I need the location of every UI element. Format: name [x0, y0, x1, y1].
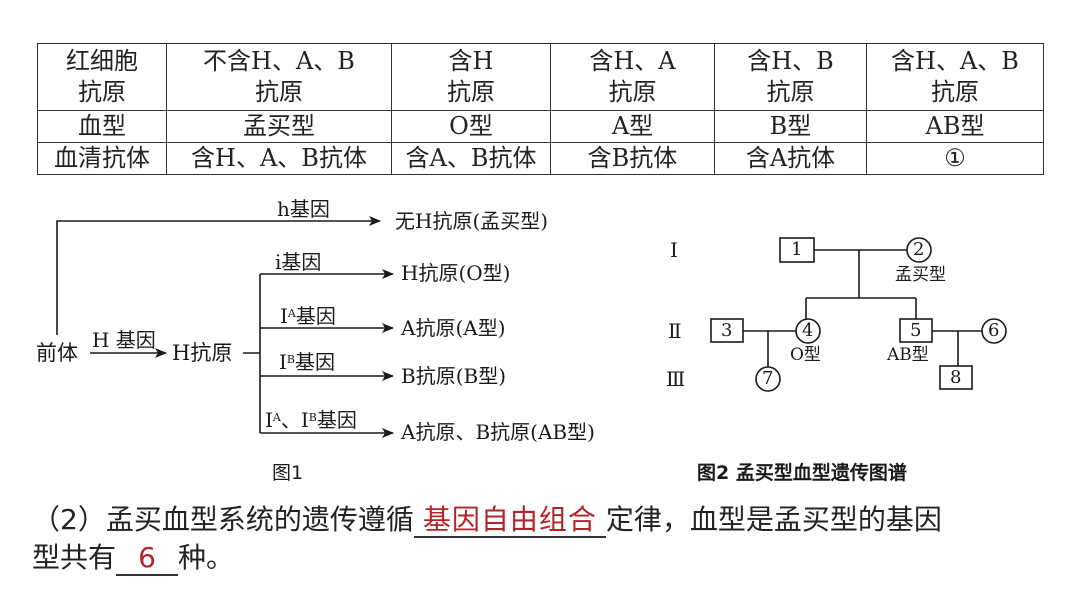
question-line-1: （2）孟买血型系统的遗传遵循基因自由组合定律，血型是孟买型的基因 — [32, 502, 942, 538]
branch-gene-h: h基因 — [277, 197, 330, 221]
branch-gene-i: i基因 — [275, 250, 322, 274]
individual-6-female-symbol — [981, 318, 1007, 344]
individual-8-number: 8 — [950, 367, 962, 388]
question-text-4: 种。 — [178, 541, 235, 574]
cell-antibody-b: 含A抗体 — [714, 142, 867, 175]
row-header-antigen: 红细胞抗原 — [37, 43, 167, 111]
individual-1-male-symbol — [779, 237, 815, 263]
question-text-2: 定律，血型是孟买型的基因 — [605, 503, 942, 536]
individual-2-number: 2 — [913, 239, 925, 260]
branch-gene-ia: IA基因 — [280, 304, 336, 328]
branch-result-b: B抗原(B型) — [401, 364, 506, 388]
individual-3-number: 3 — [721, 320, 733, 341]
individual-4-label: O型 — [790, 345, 821, 365]
table-row-serum-antibody: 血清抗体 含H、A、B抗体 含A、B抗体 含B抗体 含A抗体 ① — [37, 142, 1044, 175]
individual-1-number: 1 — [791, 239, 803, 260]
individual-6-number: 6 — [988, 320, 1000, 341]
precursor-label: 前体 — [36, 341, 78, 365]
cell-antibody-o: 含A、B抗体 — [391, 142, 551, 175]
cell-antibody-a: 含B抗体 — [550, 142, 715, 175]
row-header-blood-type: 血型 — [37, 110, 167, 143]
figure1-caption: 图1 — [272, 462, 304, 484]
pedigree-lines — [743, 249, 982, 367]
answer-blank-1: 基因自由组合 — [413, 504, 606, 538]
branch-result-o: H抗原(O型) — [401, 261, 511, 285]
branch-result-bombay: 无H抗原(孟买型) — [395, 209, 549, 233]
individual-4-number: 4 — [802, 320, 814, 341]
cell-type-a: A型 — [550, 110, 715, 143]
generation-label-2: Ⅱ — [668, 319, 682, 343]
cell-antibody-bombay: 含H、A、B抗体 — [166, 142, 392, 175]
branch-result-a: A抗原(A型) — [401, 316, 506, 340]
branch-gene-ia-ib: IA、IB基因 — [265, 408, 357, 432]
individual-5-label: AB型 — [887, 345, 929, 365]
question-text-1: （2）孟买血型系统的遗传遵循 — [32, 503, 414, 536]
answer-blank-2: 6 — [116, 542, 179, 576]
cell-type-ab: AB型 — [866, 110, 1044, 143]
individual-3-male-symbol — [710, 318, 744, 343]
pedigree-symbols — [710, 237, 1007, 392]
figure2-caption: 图2 孟买型血型遗传图谱 — [697, 462, 907, 484]
h-antigen-label: H抗原 — [172, 341, 233, 365]
individual-5-male-symbol — [899, 318, 933, 343]
branch-result-ab: A抗原、B抗原(AB型) — [401, 420, 595, 444]
individual-2-label: 孟买型 — [895, 265, 946, 285]
branch-gene-ib: IB基因 — [279, 350, 335, 374]
generation-label-1: Ⅰ — [670, 238, 678, 262]
figure1-arrows — [56, 216, 394, 438]
individual-8-male-symbol — [939, 365, 973, 390]
cell-antibody-ab-blank: ① — [866, 142, 1044, 175]
individual-2-female-symbol — [906, 237, 932, 263]
individual-7-female-symbol — [755, 366, 781, 392]
question-text-3: 型共有 — [32, 541, 117, 574]
individual-4-female-symbol — [795, 318, 821, 344]
cell-type-o: O型 — [391, 110, 551, 143]
individual-5-number: 5 — [910, 320, 922, 341]
h-gene-arrow-label: H 基因 — [92, 328, 156, 352]
generation-label-3: Ⅲ — [666, 367, 686, 391]
row-header-serum-antibody: 血清抗体 — [37, 142, 167, 175]
individual-7-number: 7 — [762, 368, 774, 389]
